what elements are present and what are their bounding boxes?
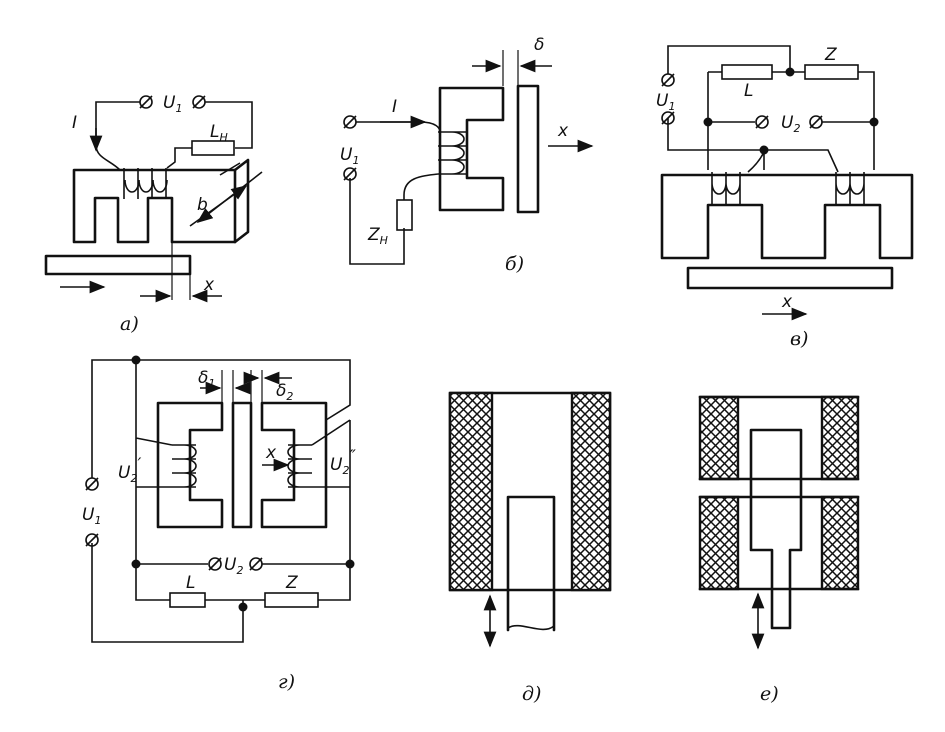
armature-a — [44, 254, 192, 276]
terminals-c — [661, 73, 823, 129]
diagram-a: I U1 LH b x а) — [44, 93, 263, 335]
plunger-f — [749, 428, 803, 630]
caption-b: б) — [505, 253, 524, 275]
label-b-delta: δ — [534, 35, 544, 55]
core-a-depth — [233, 158, 250, 244]
winding-f-top-left — [698, 395, 740, 481]
label-c-U1: U1 — [656, 91, 675, 113]
core-d-left — [156, 401, 224, 529]
armature-c — [686, 266, 894, 290]
coil-a — [124, 179, 168, 193]
core-c — [660, 173, 914, 260]
plunger-e — [506, 495, 556, 632]
coil-d-left — [172, 444, 197, 488]
diagram-b: δ I U1 ZH x б) — [340, 35, 594, 275]
winding-f-top-right — [820, 395, 860, 481]
label-d-x: x — [265, 443, 277, 463]
label-b-U1: U1 — [340, 145, 359, 167]
core-a — [72, 168, 237, 244]
label-d-U1: U1 — [82, 505, 101, 527]
winding-e-right — [570, 391, 612, 592]
label-d-delta1: δ1 — [198, 368, 215, 390]
caption-f: е) — [760, 683, 779, 705]
label-d-Z: Z — [285, 573, 298, 593]
impedance-ZH — [396, 199, 413, 231]
label-d-U2: U2 — [224, 555, 243, 577]
label-c-U2: U2 — [781, 113, 800, 135]
core-b — [438, 86, 505, 212]
diagram-f: е) — [698, 395, 860, 705]
inductor-c-L — [721, 64, 773, 80]
armature-b — [516, 84, 540, 214]
label-b-ZH: ZH — [367, 225, 388, 247]
armature-d — [231, 401, 253, 529]
diagram-e: д) — [448, 391, 612, 705]
winding-f-bottom-right — [820, 495, 860, 591]
coil-c-right — [835, 172, 865, 205]
core-d-right — [260, 401, 328, 529]
label-a-LH: LH — [210, 122, 228, 144]
label-a-I: I — [72, 113, 77, 133]
caption-d: г) — [278, 671, 295, 693]
label-c-Z: Z — [824, 45, 837, 65]
label-c-L: L — [744, 81, 753, 101]
label-a-x: x — [203, 275, 215, 295]
impedance-d-Z — [264, 592, 319, 608]
wire-b — [349, 121, 441, 265]
caption-c: в) — [790, 328, 808, 350]
label-d-delta2: δ2 — [276, 381, 293, 403]
solenoid-f-frame — [698, 395, 860, 591]
coil-b — [438, 131, 466, 175]
diagram-d: δ1 δ2 U2′ U2″ x U1 U2 L Z г) — [82, 355, 356, 693]
wire-d — [91, 359, 351, 643]
inductor-d-L — [169, 592, 206, 608]
label-d-U2-prime: U2′ — [118, 455, 141, 485]
inductor-LH — [191, 140, 235, 156]
caption-e: д) — [522, 683, 541, 705]
terminals-a — [139, 95, 206, 109]
impedance-c-Z — [804, 64, 859, 80]
label-b-x: x — [557, 121, 569, 141]
label-a-b: b — [197, 195, 208, 215]
label-d-U2-double-prime: U2″ — [330, 447, 356, 477]
label-d-L: L — [186, 573, 195, 593]
winding-f-bottom-left — [698, 495, 740, 591]
caption-a: а) — [120, 313, 139, 335]
coil-d-right — [287, 444, 312, 488]
coil-c-left — [711, 172, 741, 205]
label-c-x: x — [781, 292, 793, 312]
diagram-c: U1 L Z U2 x в) — [656, 45, 914, 350]
terminals-d — [85, 477, 263, 571]
label-b-I: I — [392, 97, 397, 117]
terminals-b — [343, 115, 357, 181]
winding-e-left — [448, 391, 494, 592]
label-a-U1: U1 — [163, 93, 182, 115]
